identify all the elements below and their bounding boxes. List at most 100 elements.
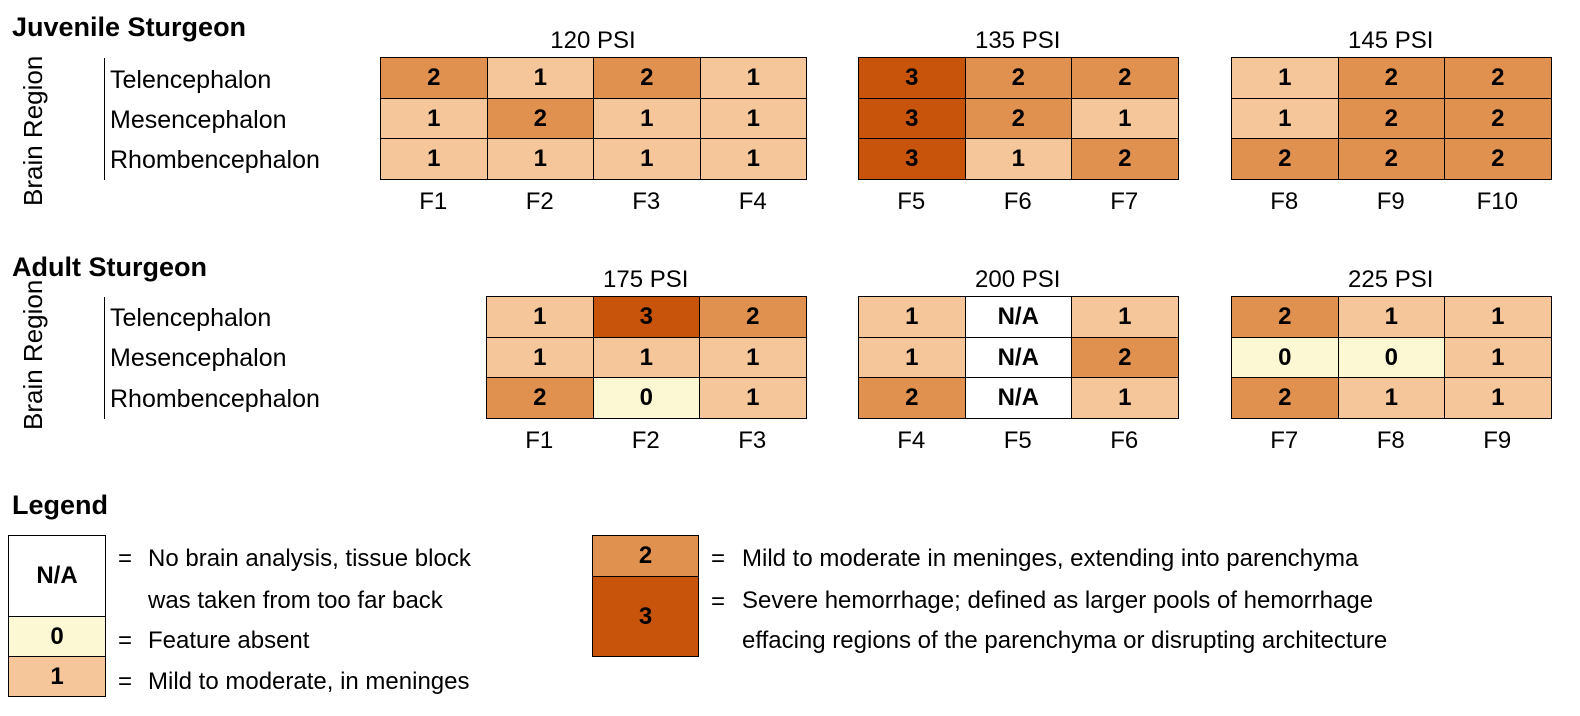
- legend-equals: =: [118, 668, 133, 695]
- legend-text-na-line2: was taken from too far back: [148, 587, 443, 614]
- heatmap-cell: 1: [487, 139, 594, 181]
- column-label: F7: [1110, 188, 1139, 215]
- column-label: F9: [1483, 427, 1512, 454]
- heatmap-cell: 1: [700, 337, 807, 379]
- heatmap-cell: 2: [1232, 378, 1339, 420]
- heatmap-cell: 1: [700, 98, 807, 140]
- legend-text-3-line2: effacing regions of the parenchyma or di…: [742, 627, 1388, 654]
- heatmap-cell: 1: [1445, 297, 1552, 338]
- group-title: 145 PSI: [1348, 27, 1434, 54]
- column-label: F8: [1270, 188, 1299, 215]
- heatmap-cell: 1: [381, 139, 488, 181]
- column-label: F5: [897, 188, 926, 215]
- column-label: F4: [738, 188, 767, 215]
- adult-row-label-telencephalon: Telencephalon: [110, 304, 272, 332]
- legend-key: 1: [50, 662, 64, 690]
- heatmap-cell: 2: [1072, 139, 1179, 181]
- heatmap-cell: 1: [965, 139, 1072, 181]
- heatmap-cell: N/A: [965, 378, 1072, 420]
- column-label: F3: [632, 188, 661, 215]
- column-label: F4: [897, 427, 926, 454]
- juvenile-brain-region-axis-label: Brain Region: [18, 56, 78, 206]
- legend-swatch-2: 2: [592, 535, 699, 577]
- legend-key: 3: [638, 602, 653, 630]
- heatmap-cell: 1: [1072, 297, 1179, 338]
- legend-equals: =: [118, 545, 133, 572]
- heatmap-cell: 2: [700, 297, 807, 338]
- legend-text-3-line1: Severe hemorrhage; defined as larger poo…: [742, 587, 1374, 614]
- heatmap-cell: 2: [1072, 58, 1179, 99]
- legend-key: 0: [50, 622, 64, 650]
- heatmap-cell: 1: [487, 58, 594, 99]
- heatmap-cell: 1: [1232, 98, 1339, 140]
- legend-text-na-line1: No brain analysis, tissue block: [148, 545, 471, 572]
- heatmap-cell: 1: [1445, 378, 1552, 420]
- legend-swatch-3: 3: [592, 576, 699, 657]
- juvenile-section-title: Juvenile Sturgeon: [12, 12, 247, 42]
- heatmap-cell: 1: [1072, 98, 1179, 140]
- heatmap-cell: 2: [1338, 58, 1445, 99]
- column-label: F1: [525, 427, 554, 454]
- legend-equals: =: [711, 545, 726, 572]
- column-label: F10: [1476, 188, 1518, 215]
- heatmap-cell: 2: [1072, 337, 1179, 379]
- legend-text-1: Mild to moderate, in meninges: [148, 668, 470, 695]
- heatmap-cell: 2: [1232, 297, 1339, 338]
- heatmap-cell: 1: [1338, 297, 1445, 338]
- heatmap-cell: 1: [859, 297, 966, 338]
- legend-equals: =: [711, 588, 726, 615]
- legend-swatch-0: 0: [8, 616, 106, 657]
- heatmap-cell: 2: [1338, 98, 1445, 140]
- heatmap-cell: 1: [859, 337, 966, 379]
- heatmap-cell: 3: [593, 297, 700, 338]
- legend-equals: =: [118, 627, 133, 654]
- column-label: F2: [525, 188, 554, 215]
- heatmap-cell: 2: [381, 58, 488, 99]
- adult-section-title: Adult Sturgeon: [12, 252, 207, 282]
- legend-title: Legend: [12, 490, 109, 520]
- adult-row-label-rhombencephalon: Rhombencephalon: [110, 385, 320, 413]
- legend-text-2: Mild to moderate in meninges, extending …: [742, 545, 1359, 572]
- legend-key: 2: [638, 542, 653, 569]
- axis-label-text: Brain Region: [18, 55, 48, 206]
- heatmap-cell: 1: [700, 139, 807, 181]
- legend-swatch-na: N/A: [8, 535, 106, 617]
- group-title: 225 PSI: [1348, 266, 1434, 293]
- heatmap-cell: 1: [487, 297, 594, 338]
- column-label: F9: [1376, 188, 1405, 215]
- heatmap-cell: 2: [487, 98, 594, 140]
- heatmap-cell: 2: [1445, 98, 1552, 140]
- heatmap-cell: 1: [594, 98, 701, 140]
- heatmap-cell: 2: [1232, 139, 1339, 181]
- heatmap-cell: 1: [1445, 337, 1552, 379]
- heatmap-cell: 3: [859, 58, 966, 99]
- legend-swatch-1: 1: [8, 656, 106, 697]
- heatmap-cell: 2: [487, 378, 594, 420]
- heatmap-cell: 2: [1445, 58, 1552, 99]
- heatmap-cell: 0: [1232, 337, 1339, 379]
- column-label: F6: [1003, 188, 1032, 215]
- group-title: 200 PSI: [975, 266, 1061, 293]
- column-label: F1: [419, 188, 448, 215]
- legend-text-0: Feature absent: [148, 627, 310, 654]
- heatmap-cell: 3: [859, 98, 966, 140]
- heatmap-cell: 2: [1338, 139, 1445, 181]
- heatmap-cell: 3: [859, 139, 966, 181]
- heatmap-cell: 2: [1445, 139, 1552, 181]
- heatmap-cell: 0: [593, 378, 700, 420]
- heatmap-cell: 2: [859, 378, 966, 420]
- column-label: F8: [1376, 427, 1405, 454]
- heatmap-cell: 2: [594, 58, 701, 99]
- heatmap-cell: 1: [1232, 58, 1339, 99]
- juvenile-row-label-telencephalon: Telencephalon: [110, 66, 272, 94]
- group-title: 120 PSI: [550, 27, 636, 54]
- heatmap-cell: 1: [1072, 378, 1179, 420]
- heatmap-cell: 2: [965, 58, 1072, 99]
- column-label: F3: [738, 427, 767, 454]
- column-label: F6: [1110, 427, 1139, 454]
